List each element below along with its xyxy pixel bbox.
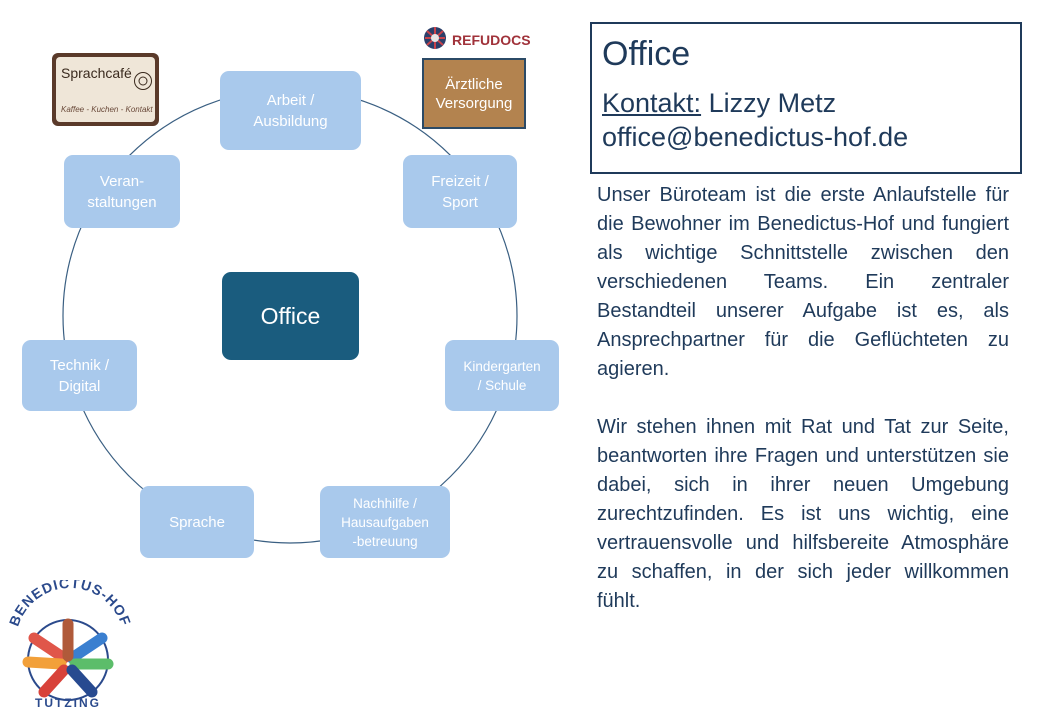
benedictus-hof-logo: BENEDICTUS-HOF TUTZING: [6, 580, 133, 710]
node-kindergarten: Kindergarten / Schule: [445, 340, 559, 411]
logo-bottom-text: TUTZING: [35, 696, 101, 710]
refudocs-wordmark: REFUDOCS: [452, 32, 531, 48]
description: Unser Büroteam ist die erste Anlaufstell…: [597, 181, 1009, 645]
description-paragraph-1: Unser Büroteam ist die erste Anlaufstell…: [597, 184, 1009, 380]
info-contact: Kontakt: Lizzy Metz office@benedictus-ho…: [602, 86, 1010, 154]
refudocs-globe-icon: [424, 27, 446, 49]
node-sprache: Sprache: [140, 486, 254, 558]
description-paragraph-2: Wir stehen ihnen mit Rat und Tat zur Sei…: [597, 416, 1009, 612]
node-technik: Technik / Digital: [22, 340, 137, 411]
center-node-office: Office: [222, 272, 359, 360]
node-nachhilfe: Nachhilfe / Hausaufgaben -betreuung: [320, 486, 450, 558]
sprachcafe-logo: Sprachcafé Kaffee - Kuchen - Kontakt: [52, 53, 159, 126]
sprachcafe-subtitle: Kaffee - Kuchen - Kontakt: [61, 105, 153, 114]
info-title: Office: [602, 35, 691, 73]
node-veranstaltungen: Veran- staltungen: [64, 155, 180, 228]
contact-name: Lizzy Metz: [708, 88, 837, 118]
contact-label: Kontakt:: [602, 88, 702, 118]
cup-icon: [134, 72, 152, 90]
aerztliche-versorgung-box: Ärztliche Versorgung: [422, 58, 526, 129]
sprachcafe-title: Sprachcafé: [61, 65, 132, 81]
node-arbeit: Arbeit / Ausbildung: [220, 71, 361, 150]
info-box: Office Kontakt: Lizzy Metz office@benedi…: [590, 22, 1022, 174]
contact-email: office@benedictus-hof.de: [602, 122, 909, 152]
node-freizeit: Freizeit / Sport: [403, 155, 517, 228]
